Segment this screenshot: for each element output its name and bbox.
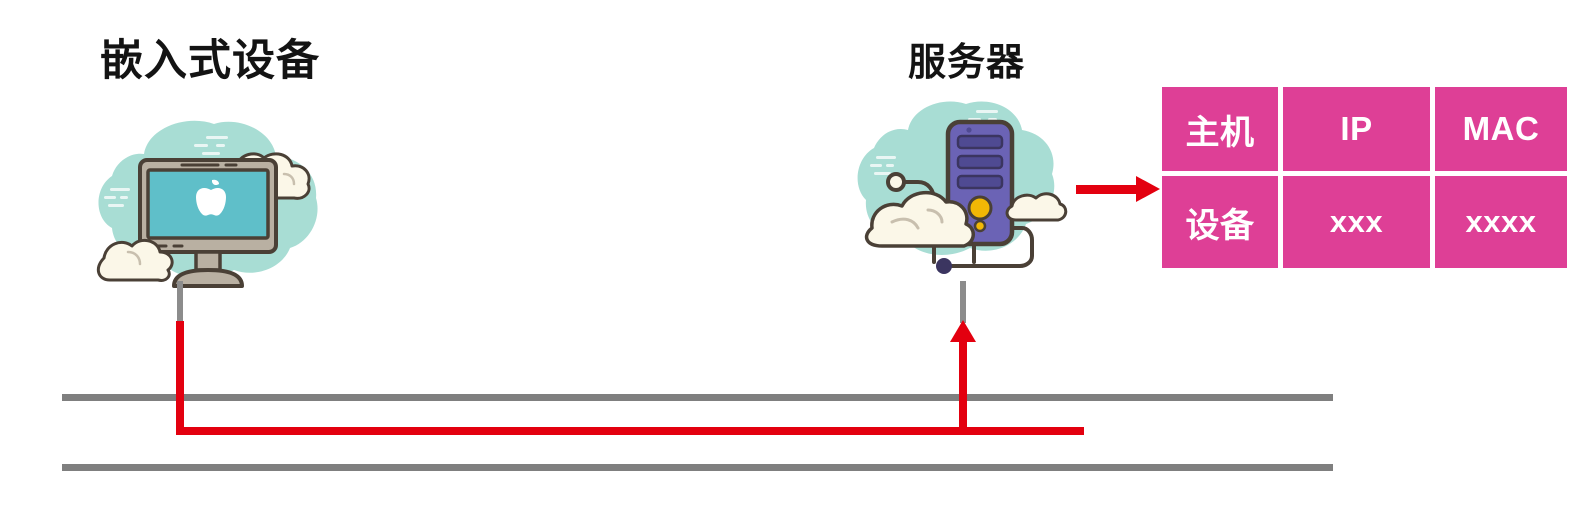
node-label-server: 服务器	[908, 42, 1026, 84]
red-arrow-up-icon	[959, 338, 967, 433]
host-ip-mac-mapping-table: 主机 IP MAC 设备 xxx xxxx	[1162, 87, 1567, 268]
table-header-mac: MAC	[1435, 87, 1567, 171]
red-line-horizontal-icon	[176, 427, 1084, 435]
node-label-embedded-device: 嵌入式设备	[100, 37, 320, 85]
device-drop-stub	[177, 281, 183, 323]
bus-line-bottom	[62, 464, 1333, 471]
table-cell-mac: xxxx	[1435, 176, 1567, 268]
table-header-host: 主机	[1162, 87, 1278, 171]
table-header-ip: IP	[1283, 87, 1430, 171]
red-arrow-up-head-icon	[950, 320, 976, 342]
red-arrow-right-head-icon	[1136, 176, 1160, 202]
imac-monitor-cloud-icon	[86, 118, 332, 290]
server-tower-cloud-icon	[856, 96, 1068, 288]
red-line-down-icon	[176, 321, 184, 435]
red-arrow-right-icon	[1076, 185, 1140, 194]
server-drop-stub	[960, 281, 966, 323]
table-cell-host: 设备	[1162, 176, 1278, 268]
table-cell-ip: xxx	[1283, 176, 1430, 268]
bus-line-top	[62, 394, 1333, 401]
